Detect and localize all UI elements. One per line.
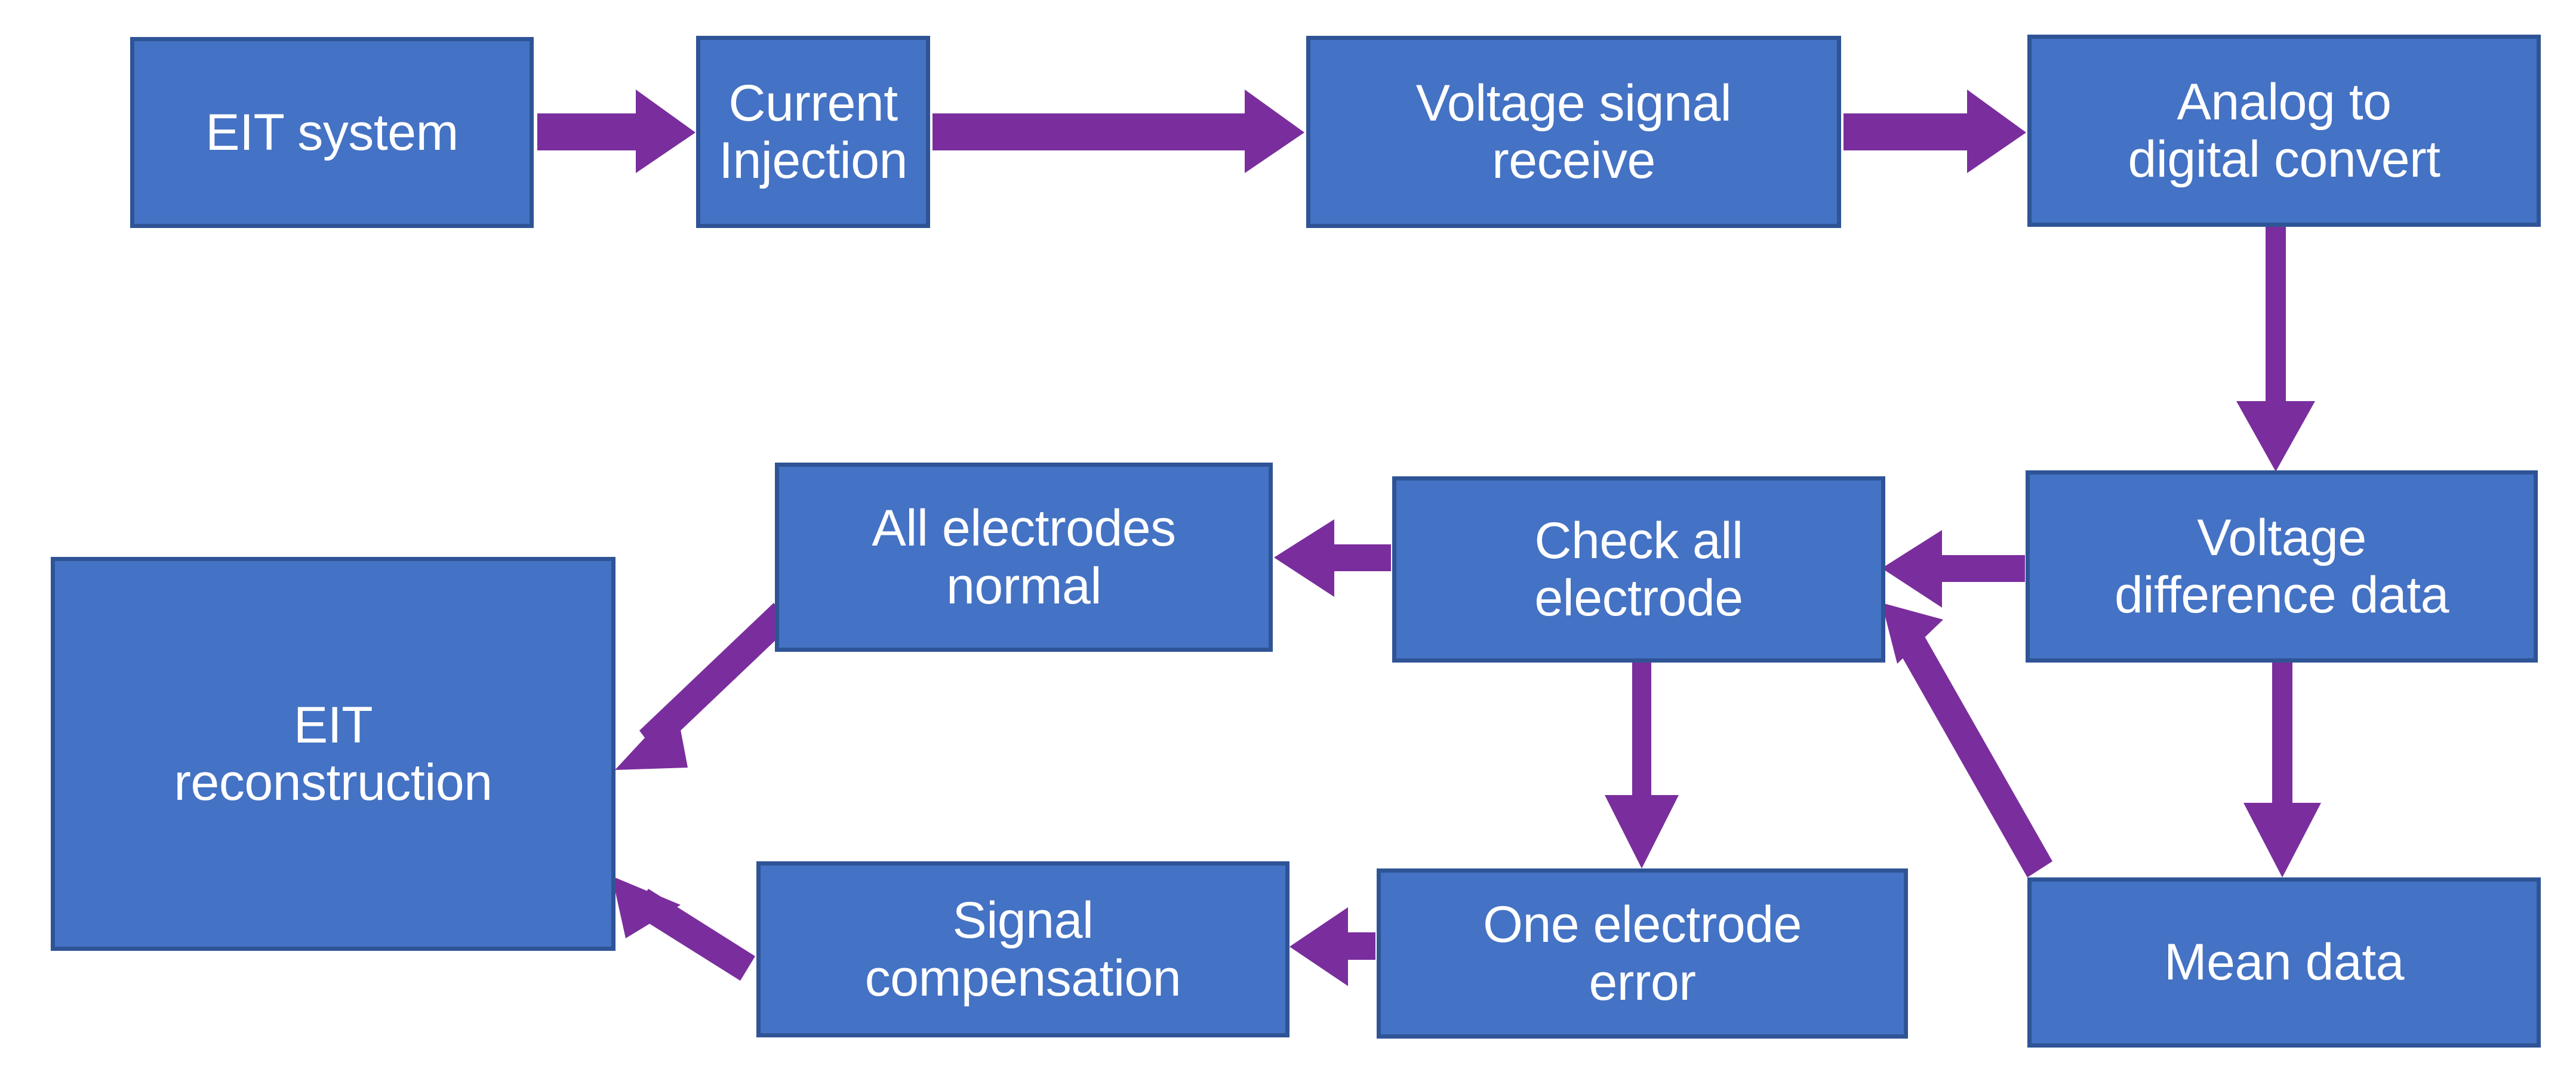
node-mean-data-label: Mean data	[2164, 934, 2404, 991]
node-voltage-signal-receive[interactable]: Voltage signal receive	[1306, 36, 1841, 228]
node-voltage-signal-receive-label: Voltage signal receive	[1415, 74, 1732, 189]
node-one-electrode-error-label: One electrode error	[1483, 896, 1802, 1011]
arrow-check-all-electrode-to-all-electrodes-normal	[1274, 519, 1391, 597]
node-current-injection[interactable]: Current Injection	[696, 36, 930, 228]
node-all-electrodes-normal-label: All electrodes normal	[872, 500, 1176, 615]
node-current-injection-label: Current Injection	[719, 74, 907, 189]
node-analog-to-digital-convert-label: Analog to digital convert	[2128, 73, 2440, 188]
node-check-all-electrode-label: Check all electrode	[1534, 512, 1743, 627]
node-eit-system-label: EIT system	[205, 103, 458, 161]
node-signal-compensation-label: Signal compensation	[864, 892, 1181, 1007]
node-analog-to-digital-convert[interactable]: Analog to digital convert	[2027, 35, 2541, 227]
node-eit-system[interactable]: EIT system	[130, 37, 534, 228]
arrow-check-all-electrode-to-one-electrode-error	[1605, 660, 1679, 868]
node-check-all-electrode[interactable]: Check all electrode	[1392, 476, 1885, 663]
arrow-signal-compensation-to-eit-reconstruction	[612, 876, 755, 981]
node-voltage-difference-data[interactable]: Voltage difference data	[2026, 470, 2538, 663]
node-eit-reconstruction-label: EIT reconstruction	[174, 696, 493, 811]
arrow-voltage-signal-receive-to-analog-to-digital-convert	[1843, 90, 2026, 173]
node-voltage-difference-data-label: Voltage difference data	[2115, 509, 2449, 624]
node-all-electrodes-normal[interactable]: All electrodes normal	[775, 463, 1273, 652]
node-eit-reconstruction[interactable]: EIT reconstruction	[51, 557, 615, 951]
arrow-analog-to-digital-convert-to-voltage-difference-data	[2236, 226, 2315, 472]
arrow-current-injection-to-voltage-signal-receive	[932, 90, 1304, 173]
arrow-all-electrodes-normal-to-eit-reconstruction	[615, 603, 791, 770]
arrow-voltage-difference-data-to-check-all-electrode	[1882, 530, 2025, 608]
node-signal-compensation[interactable]: Signal compensation	[756, 861, 1289, 1037]
node-mean-data[interactable]: Mean data	[2027, 877, 2541, 1048]
arrow-mean-data-to-check-all-electrode	[1882, 603, 2052, 877]
arrow-one-electrode-error-to-signal-compensation	[1289, 907, 1375, 986]
arrow-eit-system-to-current-injection	[537, 90, 695, 173]
node-one-electrode-error[interactable]: One electrode error	[1377, 868, 1908, 1039]
arrow-voltage-difference-data-to-mean-data	[2243, 661, 2321, 877]
